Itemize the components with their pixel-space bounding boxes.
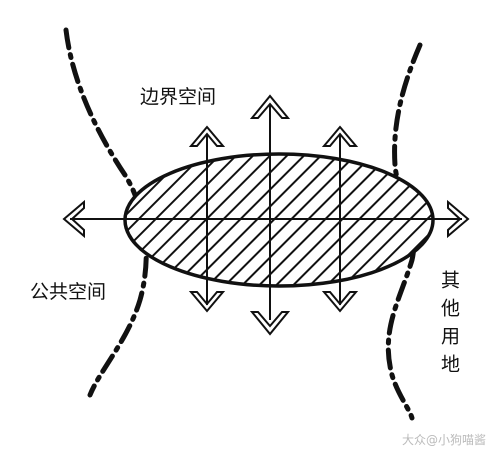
arrow-down-center-icon [249, 311, 291, 336]
arrow-left-icon [62, 199, 85, 239]
other-land-label: 其他用地 [438, 270, 460, 382]
arrow-down-left-icon [188, 291, 226, 313]
arrow-up-left-icon [188, 125, 226, 147]
watermark: 大众@小狗喵酱 [401, 433, 486, 447]
arrow-up-right-icon [321, 125, 359, 147]
edge-space-label: 边界空间 [140, 86, 217, 108]
arrow-up-center-icon [249, 94, 291, 119]
arrow-right-icon [447, 199, 470, 239]
public-space-label: 公共空间 [30, 281, 107, 303]
right-boundary-line [385, 42, 423, 421]
arrow-down-right-icon [321, 291, 359, 313]
